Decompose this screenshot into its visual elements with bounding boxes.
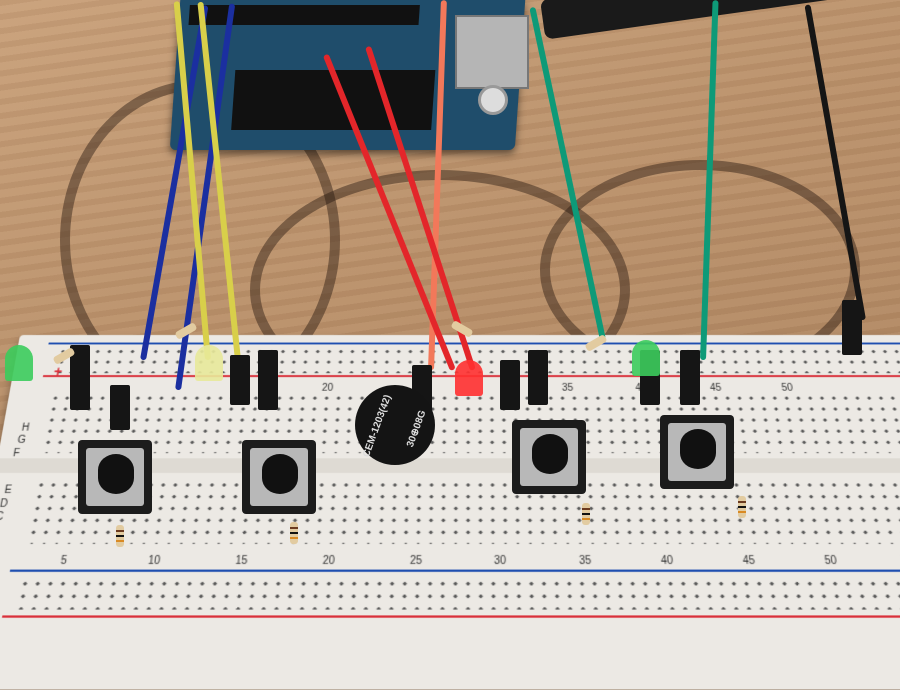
led-red xyxy=(455,360,483,396)
col-label-30: 30 xyxy=(493,555,507,568)
col-label-top-20: 20 xyxy=(321,382,334,394)
led-yellow xyxy=(195,345,223,381)
buzzer-code-label: 30⊕08G xyxy=(405,408,429,449)
resistor xyxy=(116,525,124,547)
col-label-50: 50 xyxy=(823,555,838,568)
jumper-connector xyxy=(680,350,700,405)
push-button-1[interactable] xyxy=(78,440,152,514)
button-cap xyxy=(532,434,568,474)
usb-port xyxy=(455,15,529,89)
button-cap xyxy=(98,454,134,494)
rail-line-blue-top xyxy=(48,342,900,345)
push-button-3[interactable] xyxy=(512,420,586,494)
col-label-45: 45 xyxy=(742,555,756,568)
led-green xyxy=(5,345,33,381)
jumper-connector xyxy=(842,300,862,355)
resistor xyxy=(290,522,298,544)
row-label-d: D xyxy=(0,498,9,511)
jumper-connector xyxy=(230,355,250,405)
resistor xyxy=(738,496,746,518)
resistor xyxy=(582,503,590,525)
power-rail-bottom xyxy=(14,577,900,610)
reset-button[interactable] xyxy=(478,85,508,115)
jumper-connector xyxy=(528,350,548,405)
terminal-strip-bottom xyxy=(25,479,900,544)
col-label-top-45: 45 xyxy=(709,382,722,394)
button-cap xyxy=(680,429,716,469)
rail-line-blue-bottom xyxy=(9,569,900,572)
jumper-connector xyxy=(70,345,90,410)
push-button-4[interactable] xyxy=(660,415,734,489)
col-label-40: 40 xyxy=(660,555,674,568)
col-label-10: 10 xyxy=(147,555,161,568)
button-cap xyxy=(262,454,298,494)
piezo-buzzer: CEM-1203(42) 30⊕08G xyxy=(355,385,435,465)
col-label-15: 15 xyxy=(234,555,248,568)
row-label-g: G xyxy=(16,434,27,446)
jumper-connector xyxy=(258,350,278,410)
row-label-h: H xyxy=(20,422,31,434)
col-label-top-50: 50 xyxy=(780,382,794,394)
push-button-2[interactable] xyxy=(242,440,316,514)
jumper-connector xyxy=(110,385,130,430)
col-label-25: 25 xyxy=(409,555,423,568)
row-label-c: C xyxy=(0,511,5,524)
pin-header xyxy=(188,5,420,25)
col-label-35: 35 xyxy=(578,555,592,568)
col-label-top-35: 35 xyxy=(561,382,574,394)
col-label-5: 5 xyxy=(59,555,68,568)
rail-line-red-bottom xyxy=(1,615,900,618)
terminal-strip-top xyxy=(40,392,900,454)
jumper-connector xyxy=(500,360,520,410)
led-green xyxy=(632,340,660,376)
buzzer-model-label: CEM-1203(42) xyxy=(361,393,394,459)
row-label-e: E xyxy=(3,484,13,497)
col-label-20: 20 xyxy=(322,555,336,568)
